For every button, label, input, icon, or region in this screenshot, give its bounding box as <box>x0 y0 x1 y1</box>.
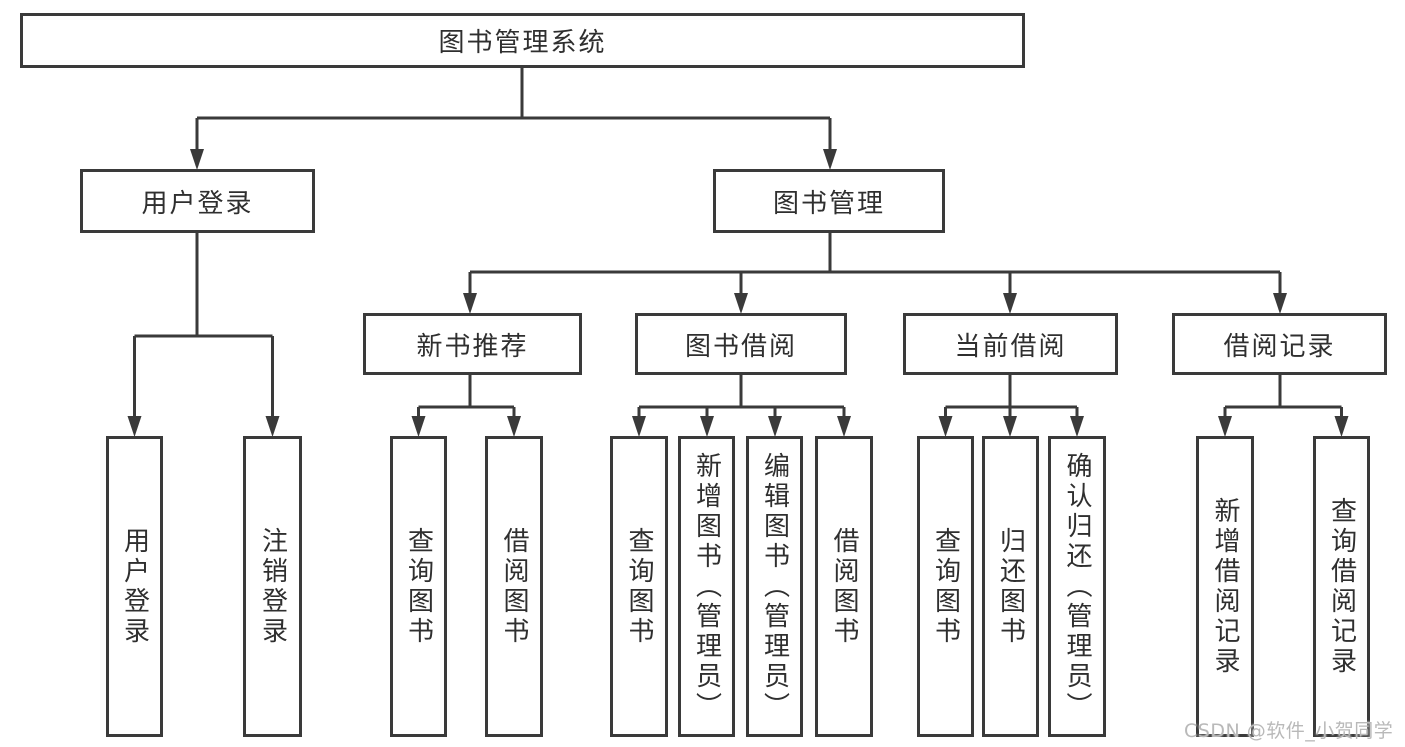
node-label: 查询图书 <box>930 526 961 647</box>
node-leaf-confirm-return-admin: 确认归还（管理员） <box>1048 436 1106 737</box>
node-label: 用户登录 <box>141 188 254 219</box>
node-label: 图书管理 <box>772 188 885 219</box>
node-label: 借阅记录 <box>1223 331 1336 362</box>
node-leaf-query-books-borrow: 查询图书 <box>610 436 668 737</box>
node-label: 编辑图书（管理员） <box>759 451 790 722</box>
node-leaf-add-borrow-record: 新增借阅记录 <box>1196 436 1254 737</box>
node-label: 新增借阅记录 <box>1210 496 1240 677</box>
node-label: 图书管理系统 <box>438 28 607 58</box>
node-label: 借阅图书 <box>829 526 859 647</box>
node-label: 确认归还（管理员） <box>1062 451 1092 722</box>
node-library-management-system: 图书管理系统 <box>20 13 1025 68</box>
node-leaf-user-login: 用户登录 <box>106 436 163 737</box>
node-label: 当前借阅 <box>954 331 1067 362</box>
node-current-borrow: 当前借阅 <box>903 313 1118 375</box>
node-leaf-return-books: 归还图书 <box>982 436 1039 737</box>
watermark: CSDN @软件_小贺同学 <box>1184 720 1394 742</box>
node-leaf-borrow-books-recommend: 借阅图书 <box>485 436 543 737</box>
node-leaf-logout: 注销登录 <box>243 436 302 737</box>
node-label: 图书借阅 <box>684 331 797 362</box>
node-leaf-borrow-books: 借阅图书 <box>815 436 873 737</box>
node-label: 查询图书 <box>403 526 434 647</box>
node-label: 借阅图书 <box>499 526 529 647</box>
arrowheads <box>127 149 1349 437</box>
node-label: 新书推荐 <box>416 331 529 362</box>
node-book-borrow: 图书借阅 <box>635 313 847 375</box>
node-leaf-query-borrow-record: 查询借阅记录 <box>1313 436 1370 737</box>
node-user-login: 用户登录 <box>80 169 315 233</box>
node-label: 注销登录 <box>257 526 288 647</box>
node-leaf-query-books-current: 查询图书 <box>917 436 974 737</box>
node-label: 查询借阅记录 <box>1326 496 1357 677</box>
node-leaf-query-books-recommend: 查询图书 <box>390 436 447 737</box>
node-leaf-add-books-admin: 新增图书（管理员） <box>678 436 735 737</box>
node-label: 新增图书（管理员） <box>691 451 722 722</box>
node-leaf-edit-books-admin: 编辑图书（管理员） <box>746 436 803 737</box>
node-borrow-records: 借阅记录 <box>1172 313 1387 375</box>
node-label: 归还图书 <box>995 526 1026 647</box>
node-label: 用户登录 <box>119 526 150 647</box>
node-label: 查询图书 <box>624 526 654 647</box>
node-new-book-recommend: 新书推荐 <box>363 313 582 375</box>
node-book-management: 图书管理 <box>713 169 945 233</box>
